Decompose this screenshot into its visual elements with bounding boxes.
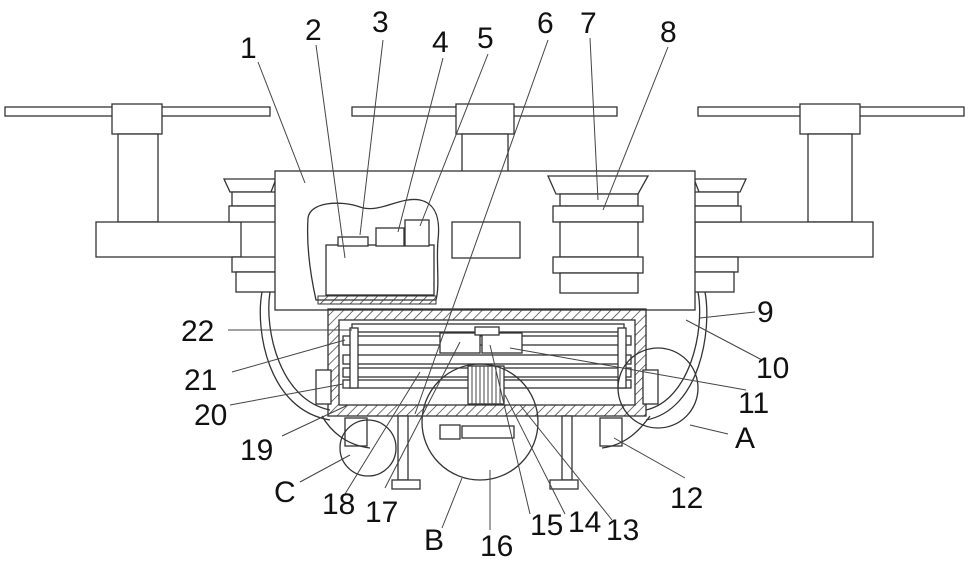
callout-13: 13	[606, 514, 639, 547]
callout-15: 15	[530, 509, 563, 542]
callout-3: 3	[372, 6, 389, 39]
callout-4: 4	[432, 26, 449, 59]
callout-7: 7	[580, 7, 597, 40]
callout-5: 5	[477, 22, 494, 55]
callout-6: 6	[537, 7, 554, 40]
callout-11: 11	[738, 387, 769, 420]
callout-8: 8	[660, 16, 677, 49]
callout-14: 14	[568, 506, 601, 539]
callout-9: 9	[757, 296, 774, 329]
callout-2: 2	[305, 14, 322, 47]
callout-21: 21	[184, 364, 217, 397]
callout-22: 22	[181, 315, 214, 348]
callout-1: 1	[240, 32, 257, 65]
callout-17: 17	[365, 496, 398, 529]
callout-20: 20	[194, 399, 227, 432]
callout-19: 19	[240, 434, 273, 467]
callout-18: 18	[322, 488, 355, 521]
callout-16: 16	[480, 530, 513, 563]
callout-B: B	[424, 524, 444, 557]
main-body	[275, 171, 695, 310]
callout-12: 12	[670, 482, 703, 515]
callout-A: A	[735, 422, 755, 455]
callout-10: 10	[756, 352, 789, 385]
callout-C: C	[274, 476, 296, 509]
